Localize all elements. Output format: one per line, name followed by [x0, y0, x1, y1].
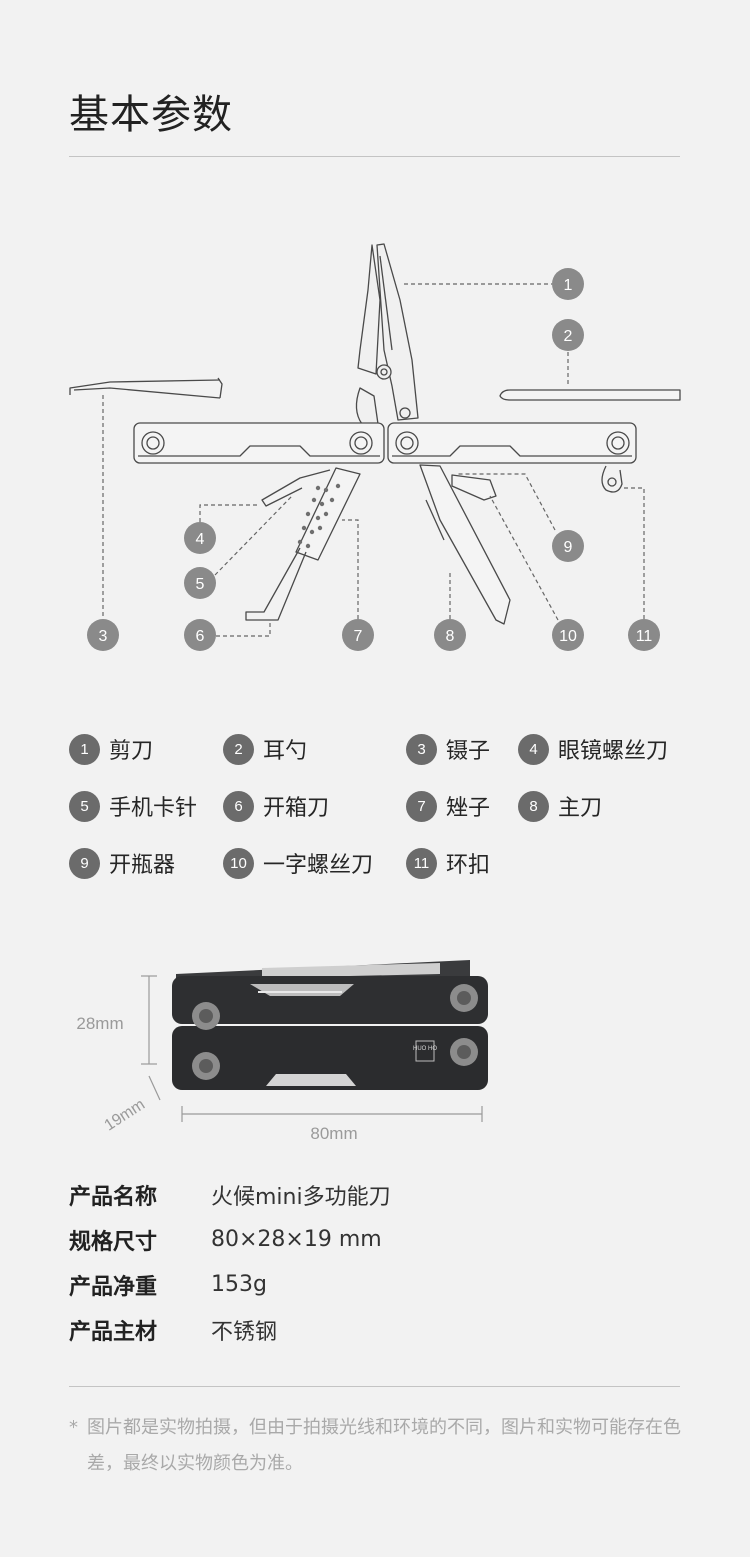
spec-row-material: 产品主材 不锈钢	[69, 1307, 391, 1352]
legend-item-sim-pin: 5 手机卡针	[69, 790, 197, 822]
legend-item-bottle-opener: 9 开瓶器	[69, 847, 175, 879]
legend-badge: 10	[223, 847, 254, 879]
callout-4: 4	[196, 531, 205, 548]
legend-badge: 8	[518, 790, 549, 822]
product-dimension-image: HUO HO 28mm 19mm 80mm	[76, 960, 488, 1143]
callout-10: 10	[559, 628, 577, 645]
length-label: 80mm	[310, 1124, 357, 1143]
legend-badge: 7	[406, 790, 437, 822]
legend-item-box-cutter: 6 开箱刀	[223, 790, 329, 822]
legend-badge: 9	[69, 847, 100, 879]
legend-label: 剪刀	[109, 739, 154, 764]
title-divider	[69, 156, 680, 157]
spec-value: 80×28×19 mm	[211, 1227, 382, 1252]
legend-label: 主刀	[558, 796, 603, 821]
spec-table: 产品名称 火候mini多功能刀 规格尺寸 80×28×19 mm 产品净重 15…	[69, 1172, 391, 1352]
legend-badge: 1	[69, 733, 100, 765]
spec-row-weight: 产品净重 153g	[69, 1262, 391, 1307]
legend-badge: 4	[518, 733, 549, 765]
legend-label: 镊子	[446, 739, 491, 764]
legend-label: 眼镜螺丝刀	[558, 739, 669, 764]
note-text: 图片都是实物拍摄，但由于拍摄光线和环境的不同，图片和实物可能存在色差，最终以实物…	[87, 1417, 681, 1474]
footer-divider	[69, 1386, 680, 1387]
tool-legend: 1 剪刀 2 耳勺 3 镊子 4 眼镜螺丝刀 5 手机卡针 6 开箱刀 7 矬子…	[0, 728, 750, 898]
legend-item-file: 7 矬子	[406, 790, 490, 822]
spec-label: 产品主材	[69, 1319, 158, 1345]
legend-label: 手机卡针	[109, 796, 198, 821]
legend-label: 开瓶器	[109, 853, 176, 878]
legend-item-scissors: 1 剪刀	[69, 733, 153, 765]
page-title: 基本参数	[69, 92, 233, 138]
depth-label: 19mm	[102, 1096, 149, 1134]
legend-item-glasses-screwdriver: 4 眼镜螺丝刀	[518, 733, 668, 765]
callout-5: 5	[196, 576, 205, 593]
tool-diagram: 1 2 3 4 5 6 7 8 9 10 11	[69, 243, 681, 651]
callout-7: 7	[354, 628, 363, 645]
spec-row-name: 产品名称 火候mini多功能刀	[69, 1172, 391, 1217]
callout-11: 11	[636, 628, 653, 645]
spec-value: 153g	[211, 1272, 267, 1297]
callout-3: 3	[99, 628, 108, 645]
legend-badge: 11	[406, 847, 437, 879]
legend-item-flat-screwdriver: 10 一字螺丝刀	[223, 847, 373, 879]
legend-label: 矬子	[446, 796, 491, 821]
legend-item-tweezers: 3 镊子	[406, 733, 490, 765]
callout-6: 6	[196, 628, 205, 645]
callout-1: 1	[564, 277, 573, 294]
spec-label: 产品净重	[69, 1274, 158, 1300]
legend-item-ring-buckle: 11 环扣	[406, 847, 490, 879]
legend-badge: 6	[223, 790, 254, 822]
disclaimer-note: * 图片都是实物拍摄，但由于拍摄光线和环境的不同，图片和实物可能存在色差，最终以…	[69, 1410, 689, 1482]
legend-badge: 3	[406, 733, 437, 765]
note-marker: *	[69, 1417, 78, 1438]
legend-label: 开箱刀	[263, 796, 330, 821]
legend-label: 耳勺	[263, 739, 308, 764]
callout-8: 8	[446, 628, 455, 645]
spec-row-size: 规格尺寸 80×28×19 mm	[69, 1217, 391, 1262]
legend-badge: 2	[223, 733, 254, 765]
height-label: 28mm	[76, 1014, 123, 1033]
brand-mark: HUO HO	[413, 1046, 437, 1052]
legend-item-main-knife: 8 主刀	[518, 790, 602, 822]
legend-label: 环扣	[446, 853, 491, 878]
legend-label: 一字螺丝刀	[263, 853, 374, 878]
legend-badge: 5	[69, 790, 100, 822]
callout-9: 9	[564, 539, 573, 556]
spec-label: 规格尺寸	[69, 1229, 158, 1255]
spec-value: 火候mini多功能刀	[211, 1184, 391, 1210]
callout-2: 2	[564, 328, 573, 345]
spec-value: 不锈钢	[211, 1319, 278, 1345]
legend-item-ear-spoon: 2 耳勺	[223, 733, 307, 765]
spec-label: 产品名称	[69, 1184, 158, 1210]
